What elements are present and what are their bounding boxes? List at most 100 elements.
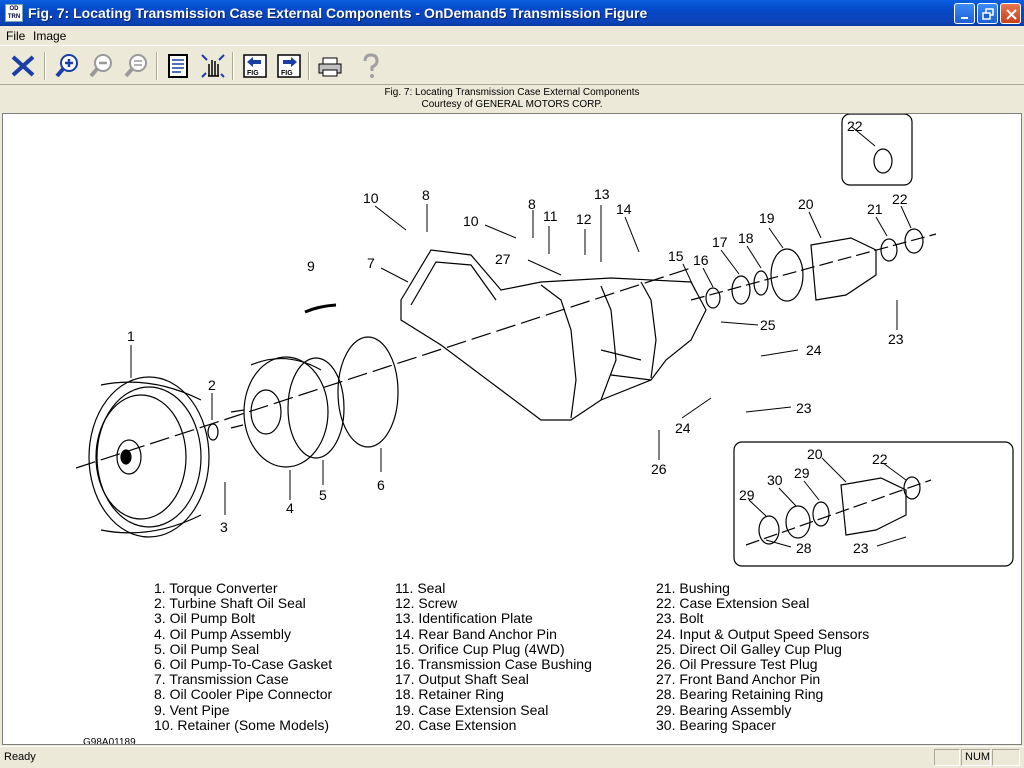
- gasket-drawing: [337, 336, 399, 448]
- callout-14: 14: [616, 201, 632, 217]
- callout-9: 9: [307, 258, 315, 274]
- print-icon: [318, 57, 342, 77]
- legend-item: 18. Retainer Ring: [395, 686, 504, 703]
- caption-title: Fig. 7: Locating Transmission Case Exter…: [384, 87, 640, 98]
- oil-pump-seal-drawing: [287, 357, 345, 459]
- legend-item: 30. Bearing Spacer: [656, 716, 776, 733]
- callout-17: 17: [712, 234, 728, 250]
- pan-button[interactable]: [197, 50, 229, 82]
- legend-item: 27. Front Band Anchor Pin: [656, 671, 821, 688]
- zoom-fit-icon: [124, 54, 147, 78]
- callout-24a: 24: [806, 342, 822, 358]
- vent-pipe-drawing: [304, 303, 337, 314]
- callout-8a: 8: [422, 187, 430, 203]
- close-button[interactable]: [1000, 3, 1021, 24]
- next-figure-button[interactable]: FIG: [273, 50, 305, 82]
- legend-item: 17. Output Shaft Seal: [395, 671, 529, 688]
- toolbar-separator: [156, 52, 158, 80]
- figure-canvas[interactable]: 1 2 3 4 5 6 7 8 8 9 10 10 11 12 13 14 15…: [2, 113, 1022, 745]
- legend-item: 9. Vent Pipe: [154, 701, 230, 718]
- status-pane-empty: [992, 749, 1020, 766]
- num-lock-indicator: NUM: [961, 749, 991, 766]
- legend-item: 23. Bolt: [656, 610, 704, 627]
- callout-7: 7: [367, 255, 375, 271]
- callout-1: 1: [127, 328, 135, 344]
- zoom-in-button[interactable]: [52, 50, 84, 82]
- prev-fig-label: FIG: [247, 70, 259, 77]
- callout-10a: 10: [363, 190, 379, 206]
- minimize-button[interactable]: [954, 3, 975, 24]
- callout-22c: 22: [872, 451, 888, 467]
- legend-item: 24. Input & Output Speed Sensors: [656, 625, 870, 642]
- callout-19: 19: [759, 210, 775, 226]
- torque-converter-drawing: [88, 376, 210, 538]
- legend-item: 8. Oil Cooler Pipe Connector: [154, 686, 333, 703]
- callout-20a: 20: [798, 196, 814, 212]
- legend-item: 26. Oil Pressure Test Plug: [656, 656, 818, 673]
- menu-bar: File Image: [0, 26, 1024, 45]
- status-bar: Ready NUM: [0, 746, 1024, 768]
- restore-icon: [982, 8, 994, 20]
- transmission-case-drawing: [400, 249, 707, 421]
- legend-item: 11. Seal: [395, 580, 446, 596]
- app-icon-text-top: OD: [9, 6, 19, 12]
- status-text: Ready: [4, 751, 36, 763]
- next-fig-icon: FIG: [277, 54, 301, 78]
- zoom-out-button[interactable]: [86, 50, 118, 82]
- prev-fig-icon: FIG: [243, 54, 267, 78]
- callout-22a: 22: [892, 191, 908, 207]
- legend-item: 5. Oil Pump Seal: [154, 640, 260, 657]
- legend-item: 6. Oil Pump-To-Case Gasket: [154, 656, 333, 673]
- oil-pump-drawing: [230, 356, 329, 468]
- callout-22b: 22: [847, 118, 863, 134]
- prev-figure-button[interactable]: FIG: [239, 50, 271, 82]
- callout-20b: 20: [807, 446, 823, 462]
- restore-button[interactable]: [977, 3, 998, 24]
- legend-item: 1. Torque Converter: [154, 580, 278, 596]
- help-icon: [363, 53, 379, 78]
- notes-icon: [168, 54, 188, 78]
- toolbar-separator: [44, 52, 46, 80]
- callout-12: 12: [576, 211, 592, 227]
- callout-29a: 29: [739, 487, 755, 503]
- legend-item: 22. Case Extension Seal: [656, 595, 810, 612]
- legend-item: 28. Bearing Retaining Ring: [656, 686, 824, 703]
- close-icon: [1006, 9, 1017, 20]
- legend-item: 2. Turbine Shaft Oil Seal: [154, 595, 306, 612]
- app-icon: OD TRN: [5, 4, 23, 22]
- title-bar[interactable]: OD TRN Fig. 7: Locating Transmission Cas…: [0, 0, 1024, 26]
- legend-item: 21. Bushing: [656, 580, 730, 596]
- legend-item: 4. Oil Pump Assembly: [154, 625, 291, 642]
- window-title: Fig. 7: Locating Transmission Case Exter…: [28, 5, 648, 21]
- callout-4: 4: [286, 500, 294, 516]
- legend-item: 16. Transmission Case Bushing: [395, 656, 592, 673]
- callout-5: 5: [319, 487, 327, 503]
- help-button[interactable]: [355, 50, 387, 82]
- menu-file[interactable]: File: [6, 29, 26, 43]
- callout-6: 6: [377, 477, 385, 493]
- notes-button[interactable]: [163, 50, 195, 82]
- callout-2: 2: [208, 377, 216, 393]
- zoom-fit-button[interactable]: [121, 50, 153, 82]
- legend-item: 25. Direct Oil Galley Cup Plug: [656, 640, 842, 657]
- callout-30: 30: [767, 472, 783, 488]
- legend-item: 15. Orifice Cup Plug (4WD): [395, 640, 565, 657]
- figure-id-label: G98A01189: [83, 737, 136, 745]
- caption-courtesy: Courtesy of GENERAL MOTORS CORP.: [421, 99, 603, 110]
- legend-column-3: 21. Bushing 22. Case Extension Seal 23. …: [656, 580, 870, 733]
- print-button[interactable]: [314, 50, 346, 82]
- callout-23c: 23: [853, 540, 869, 556]
- callout-8b: 8: [528, 196, 536, 212]
- minimize-icon: [961, 17, 968, 19]
- exit-button[interactable]: [7, 50, 39, 82]
- app-icon-text-bottom: TRN: [7, 14, 21, 20]
- toolbar: FIG FIG: [0, 45, 1024, 85]
- exit-x-icon: [11, 55, 35, 77]
- legend-item: 7. Transmission Case: [154, 671, 289, 688]
- menu-image[interactable]: Image: [33, 29, 67, 43]
- callout-26: 26: [651, 461, 667, 477]
- toolbar-separator: [308, 52, 310, 80]
- figure-caption: Fig. 7: Locating Transmission Case Exter…: [0, 86, 1024, 113]
- callout-27: 27: [495, 251, 511, 267]
